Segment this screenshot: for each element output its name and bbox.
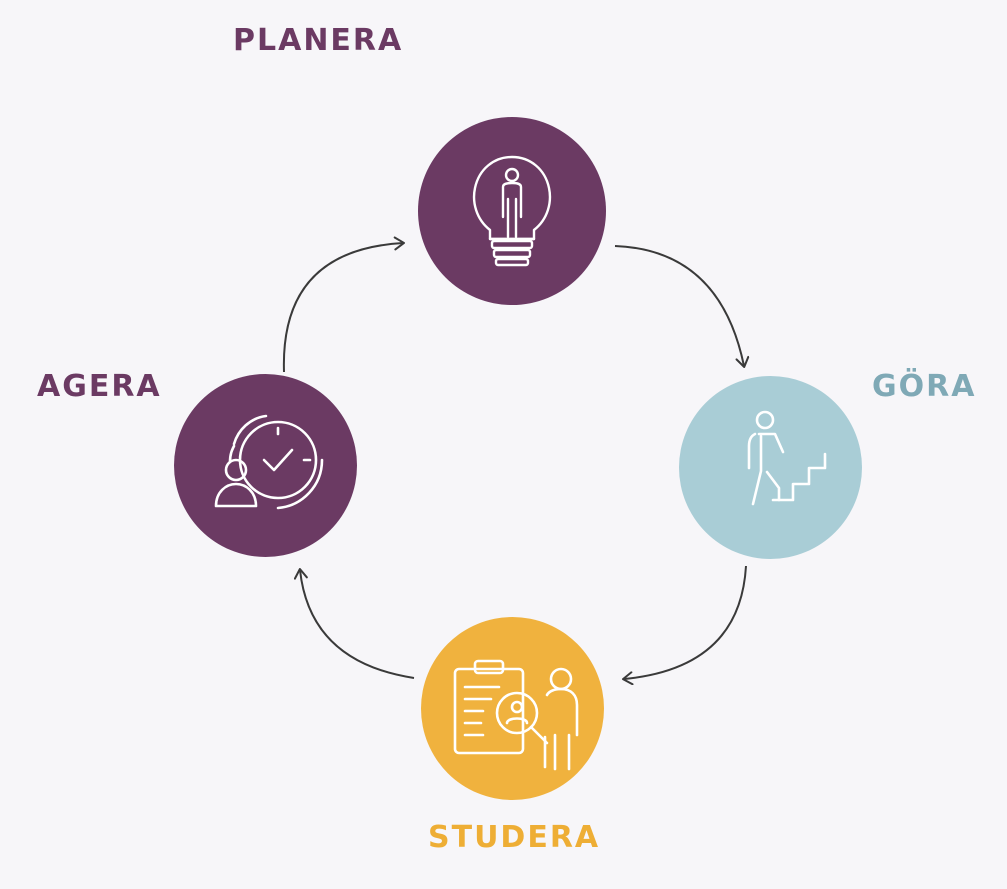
arrow-do-to-study bbox=[622, 565, 747, 686]
do-node bbox=[679, 376, 862, 559]
clipboard-magnifier-person-icon bbox=[453, 659, 579, 771]
act-label: AGERA bbox=[37, 369, 162, 404]
do-label: GÖRA bbox=[872, 369, 977, 404]
arrow-plan-to-do bbox=[614, 245, 750, 368]
plan-label: PLANERA bbox=[233, 23, 404, 58]
arrow-study-to-act bbox=[293, 568, 415, 679]
person-climbing-stairs-icon bbox=[747, 410, 827, 506]
arrow-act-to-plan bbox=[282, 236, 405, 373]
study-label: STUDERA bbox=[428, 820, 601, 855]
study-node bbox=[421, 617, 604, 800]
person-clock-check-icon bbox=[214, 414, 324, 510]
lightbulb-person-icon bbox=[472, 155, 552, 267]
plan-node bbox=[418, 117, 606, 305]
act-node bbox=[174, 374, 357, 557]
